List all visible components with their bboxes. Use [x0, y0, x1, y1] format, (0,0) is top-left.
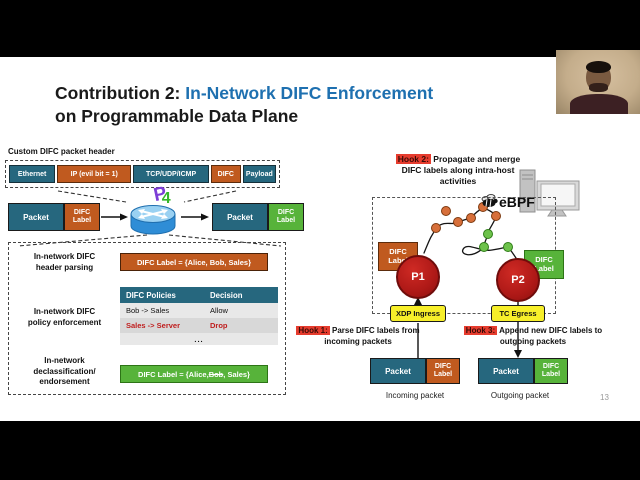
difc-label-box-orange: DIFC Label [64, 203, 100, 231]
col-header-policies: DIFC Policies [126, 290, 176, 300]
p4-logo: P4 [152, 183, 171, 207]
packet-box: Packet [212, 203, 268, 231]
endorse-label-box: DIFC Label = {Alice, Bob, Sales} [120, 365, 268, 383]
hook1-annotation: Hook 1: Parse DIFC labels from incoming … [294, 325, 422, 347]
title-highlight: In-Network DIFC Enforcement [185, 83, 434, 103]
presenter-shirt [570, 94, 628, 114]
decision-cell: Drop [210, 321, 228, 330]
process-p1: P1 [396, 255, 440, 299]
xdp-ingress-box: XDP Ingress [390, 305, 446, 322]
page-number: 13 [600, 393, 609, 402]
ebpf-text: eBPF [499, 194, 535, 210]
policy-cell: Sales -> Server [126, 321, 180, 330]
hook3-tag: Hook 3: [463, 326, 498, 335]
endorse-post: , Sales} [223, 369, 250, 379]
ellipsis-row: ... [120, 333, 278, 345]
pipeline-box [8, 242, 286, 395]
tc-egress-box: TC Egress [491, 305, 545, 322]
presenter-beard [589, 83, 608, 92]
packet-out-group: Packet DIFC Label [212, 203, 304, 231]
hook3-text: Append new DIFC labels to outgoing packe… [497, 326, 603, 346]
hook1-text: Parse DIFC labels from incoming packets [324, 326, 420, 346]
header-field-ip: IP (evil bit = 1) [57, 165, 132, 183]
outgoing-packet-group: Packet DIFC Label [478, 358, 568, 384]
header-field-payload: Payload [242, 165, 277, 183]
title-line2: on Programmable Data Plane [55, 105, 299, 126]
header-field-ethernet: Ethernet [9, 165, 56, 183]
decision-cell: Allow [210, 306, 228, 315]
difc-label-box-green: DIFC Label [534, 358, 568, 384]
packet-box: Packet [370, 358, 426, 384]
incoming-caption: Incoming packet [385, 391, 445, 400]
hook3-annotation: Hook 3: Append new DIFC labels to outgoi… [458, 325, 608, 347]
parse-label-box: DIFC Label = {Alice, Bob, Sales} [120, 253, 268, 271]
difc-label-box-green: DIFC Label [268, 203, 304, 231]
endorse-struck: Bob [208, 369, 224, 379]
title-prefix: Contribution 2: [55, 83, 186, 103]
header-field-l4: TCP/UDP/ICMP [133, 165, 209, 183]
hook2-annotation: Hook 2: Propagate and merge DIFC labels … [390, 154, 526, 187]
packet-in-group: Packet DIFC Label [8, 203, 100, 231]
stage-label-endorsement: In-network declassification/ endorsement [33, 356, 96, 386]
policy-cell: Bob -> Sales [126, 306, 170, 315]
packet-header-title: Custom DIFC packet header [8, 147, 115, 156]
hook1-tag: Hook 1: [296, 326, 330, 335]
policy-table: DIFC Policies Decision Bob -> Sales Allo… [120, 287, 278, 345]
p4-logo-4: 4 [161, 190, 171, 207]
packet-box: Packet [8, 203, 64, 231]
policy-row: Sales -> Server Drop [120, 318, 278, 333]
webcam-overlay [556, 50, 640, 114]
stage-label-enforcement: In-network DIFC policy enforcement [27, 307, 102, 327]
stage-label-parsing: In-network DIFC header parsing [33, 252, 96, 272]
page-title: Contribution 2: In-Network DIFC Enforcem… [55, 82, 535, 127]
col-header-decision: Decision [210, 290, 243, 300]
policy-table-header: DIFC Policies Decision [120, 287, 278, 303]
presenter-hair [586, 61, 611, 73]
presenter-head [586, 61, 611, 92]
ellipsis-cell: ... [194, 334, 204, 344]
parse-label-text: DIFC Label = {Alice, Bob, Sales} [137, 257, 251, 267]
header-field-difc: DIFC [210, 165, 241, 183]
difc-label-box-orange: DIFC Label [426, 358, 460, 384]
endorse-pre: DIFC Label = {Alice, [138, 369, 209, 379]
outgoing-caption: Outgoing packet [490, 391, 550, 400]
packet-box: Packet [478, 358, 534, 384]
hook2-text: Propagate and merge DIFC labels along in… [401, 154, 521, 186]
process-p2: P2 [496, 258, 540, 302]
hook2-tag: Hook 2: [395, 154, 431, 164]
packet-header-box: Ethernet IP (evil bit = 1) TCP/UDP/ICMP … [5, 160, 280, 188]
incoming-packet-group: Packet DIFC Label [370, 358, 460, 384]
ebpf-logo: eBPF [480, 194, 535, 210]
policy-row: Bob -> Sales Allow [120, 303, 278, 318]
